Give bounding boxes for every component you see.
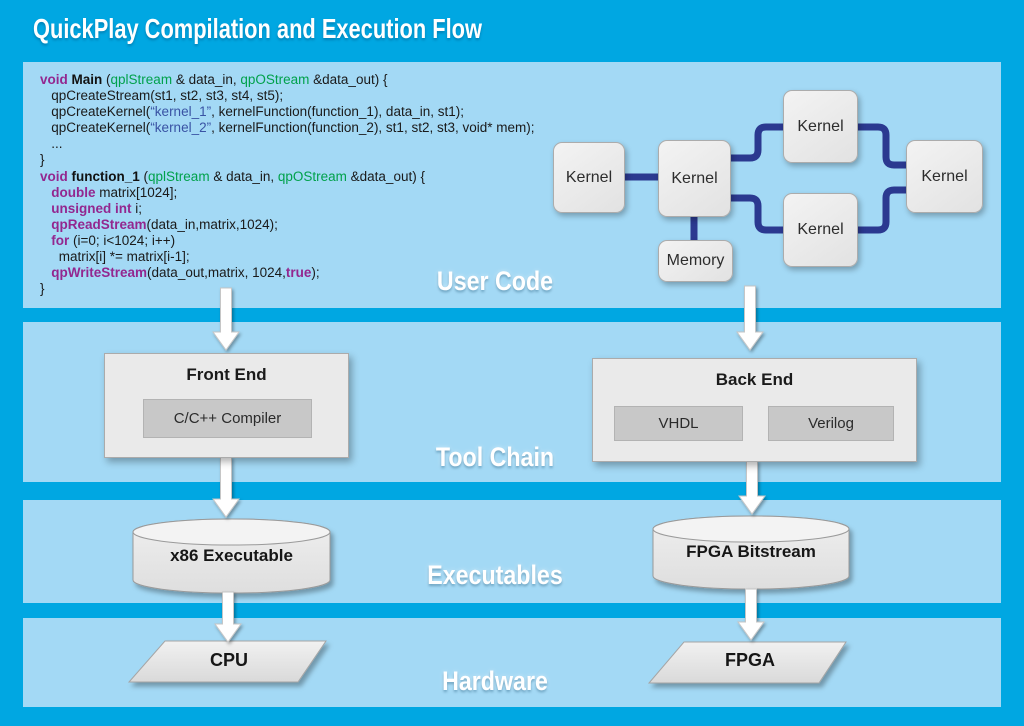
memory-node: Memory — [658, 240, 733, 282]
node-label: Kernel — [797, 117, 844, 135]
code-line: for (i=0; i<1024; i++) — [51, 232, 176, 248]
fpga-label: FPGA — [724, 650, 775, 670]
verilog-box: Verilog — [768, 406, 894, 441]
code-line: void function_1 (qplStream & data_in, qp… — [40, 168, 425, 184]
code-line: qpReadStream(data_in,matrix,1024); — [51, 216, 278, 232]
code-line: unsigned int i; — [51, 200, 143, 216]
code-block: void Main (qplStream & data_in, qpOStrea… — [40, 72, 534, 297]
section-label-hardware: Hardware — [442, 666, 548, 696]
code-line: } — [40, 152, 45, 168]
section-label-tool-chain: Tool Chain — [435, 442, 555, 472]
node-label: Kernel — [921, 167, 968, 185]
vhdl-box: VHDL — [614, 406, 743, 441]
page-title: QuickPlay Compilation and Execution Flow — [33, 13, 482, 44]
code-line: void Main (qplStream & data_in, qpOStrea… — [40, 72, 388, 87]
back-end-box: Back End VHDL Verilog — [592, 358, 917, 462]
code-line: double matrix[1024]; — [51, 184, 178, 200]
code-line: qpCreateStream(st1, st2, st3, st4, st5); — [40, 88, 284, 104]
node-label: Kernel — [797, 221, 844, 238]
fpga-bitstream-label: FPGA Bitstream — [686, 542, 816, 561]
x86-executable-label: x86 Executable — [170, 546, 293, 565]
code-line: ... — [40, 136, 63, 152]
front-end-title: Front End — [186, 365, 267, 384]
code-line: qpCreateKernel(“kernel_2”, kernelFunctio… — [40, 120, 535, 136]
code-line: } — [40, 281, 45, 297]
back-end-title: Back End — [715, 370, 794, 389]
c-cpp-compiler-box: C/C++ Compiler — [143, 399, 312, 438]
kernel-node-1: Kernel — [553, 142, 625, 213]
node-label: Memory — [666, 252, 725, 269]
kernel-node-4: Kernel — [783, 193, 858, 267]
cpu-label: CPU — [209, 650, 248, 670]
section-label-executables: Executables — [427, 560, 563, 590]
code-line: qpWriteStream(data_out,matrix, 1024,true… — [51, 265, 320, 281]
section-label-user-code: User Code — [436, 266, 554, 296]
node-label: Kernel — [565, 168, 613, 186]
code-line: qpCreateKernel(“kernel_1”, kernelFunctio… — [40, 104, 464, 120]
code-line: matrix[i] *= matrix[i-1]; — [40, 249, 190, 265]
kernel-node-5: Kernel — [906, 140, 983, 213]
front-end-box: Front End C/C++ Compiler — [104, 353, 349, 458]
node-label: Kernel — [671, 169, 718, 187]
kernel-node-2: Kernel — [658, 140, 731, 217]
kernel-node-3: Kernel — [783, 90, 858, 163]
